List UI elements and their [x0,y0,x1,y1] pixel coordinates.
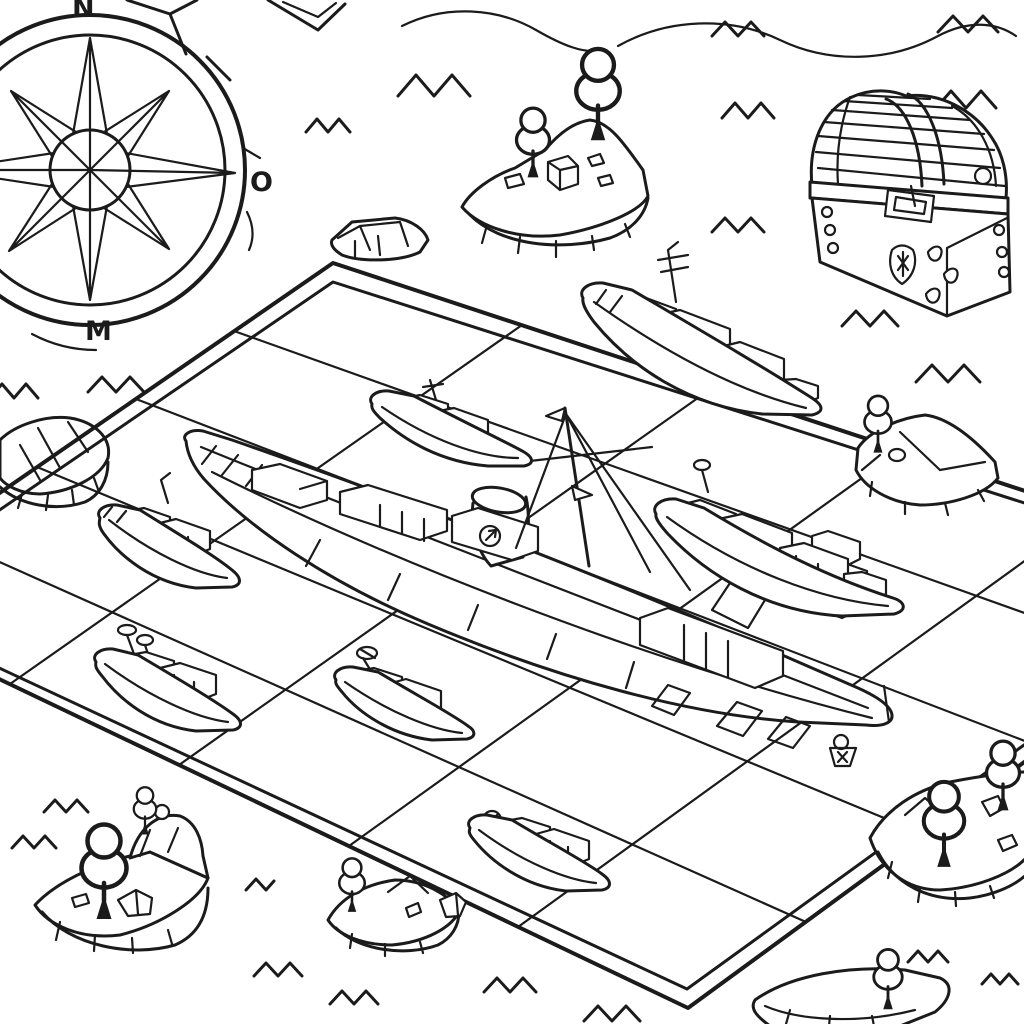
chest-lock [889,244,917,286]
island-bottom-center [326,857,468,958]
boat-mast [159,471,172,505]
chest-strap [883,92,946,224]
wave-marks [0,10,1020,1023]
wave-mark [482,976,538,994]
battleship [183,406,894,768]
chest-leaf-marks [924,245,959,304]
wave-mark [244,877,276,892]
smooth-wave-line [400,10,602,52]
boat-antennas [116,623,155,662]
compass-label-south: M [85,316,112,347]
smooth-wave-line [616,22,1018,58]
wave-mark [840,309,900,328]
compass-inner-ring [0,33,227,307]
compass-pennant [125,0,347,56]
wave-mark [252,961,304,978]
wave-mark [720,101,776,120]
battleship-mast [514,406,692,592]
wave-mark [396,73,472,98]
wave-mark [710,20,766,38]
wave-mark [906,949,950,964]
rock-slab-bottom-corner [751,948,951,1024]
battleship-slab-block [338,483,449,542]
island-top-center [460,49,650,259]
island-underside [40,886,210,952]
wave-mark [42,798,90,814]
island-underside [876,850,1024,901]
compass-outer-ring [0,13,247,327]
island-rocks [386,874,468,919]
boat-hull [93,647,242,733]
wave-mark [936,14,1000,34]
island-mid-right [854,394,1000,517]
boat-hull [653,497,905,618]
compass-rose: N O M [0,0,347,352]
boat-hull [333,665,476,742]
chest-lid-rivet [973,166,993,186]
treasure-chest [808,89,1012,318]
boat-deck-line [103,662,230,724]
island-bottom-right [868,739,1024,908]
compass-hub [48,128,132,212]
battleship-forward-block [250,462,329,510]
chest-buckle [883,188,936,224]
boat-deck-line [107,518,229,580]
island-bottom-left [33,786,210,955]
island-pebble [887,447,907,463]
boat-mast [421,378,445,402]
compass-label-north: N [72,0,95,24]
wave-mark [86,375,146,394]
wave-mark [980,972,1020,986]
island-rocks [70,888,154,918]
wave-mark [304,117,352,134]
battleship-anchor-mark [828,733,858,768]
boat-mast [656,240,690,304]
battleship-stern-antenna [882,684,891,724]
island-rocks [503,152,615,192]
wave-mark [710,216,766,234]
motorboat-bottom [467,809,611,893]
speedboat-center-bottom [333,645,476,742]
gunboat-left-lower [93,623,242,733]
wave-mark [934,89,998,110]
island-underside [334,910,461,953]
boat-hull [467,813,611,893]
compass-ring-tick [241,146,262,160]
wave-mark [328,989,380,1006]
boat-radar [692,458,712,494]
cruiser-mid-right [653,458,905,618]
boat-propeller [355,645,379,678]
boat-deck-line [477,828,598,885]
chest-lid-slats [814,93,1007,188]
destroyer-top-right [580,240,823,417]
patrol-boat-top [369,378,533,468]
chest-rivets [820,205,1011,279]
boat-deck-line [380,405,520,460]
wave-mark [10,834,58,850]
boat-hull [580,281,823,417]
boat-hull [97,503,241,590]
wave-mark [914,363,982,384]
battleship-aft-low-block [638,606,785,690]
compass-arc-dash [30,332,98,352]
compass-star [0,36,237,302]
boat-deck-line [343,680,464,735]
compass-ring-tick [205,55,232,82]
rock-floating-small [330,216,430,262]
boat-deck-line [592,300,808,410]
compass-arc-dash [245,210,254,252]
battleship-hull-hatches [650,683,812,750]
compass-label-east: O [250,167,273,198]
boat-hull [369,389,533,468]
island-surface [854,413,1000,507]
wave-mark [0,382,40,400]
patrol-boat-left [97,471,241,590]
wave-mark [582,1004,642,1023]
boat-deck-line [665,515,890,608]
